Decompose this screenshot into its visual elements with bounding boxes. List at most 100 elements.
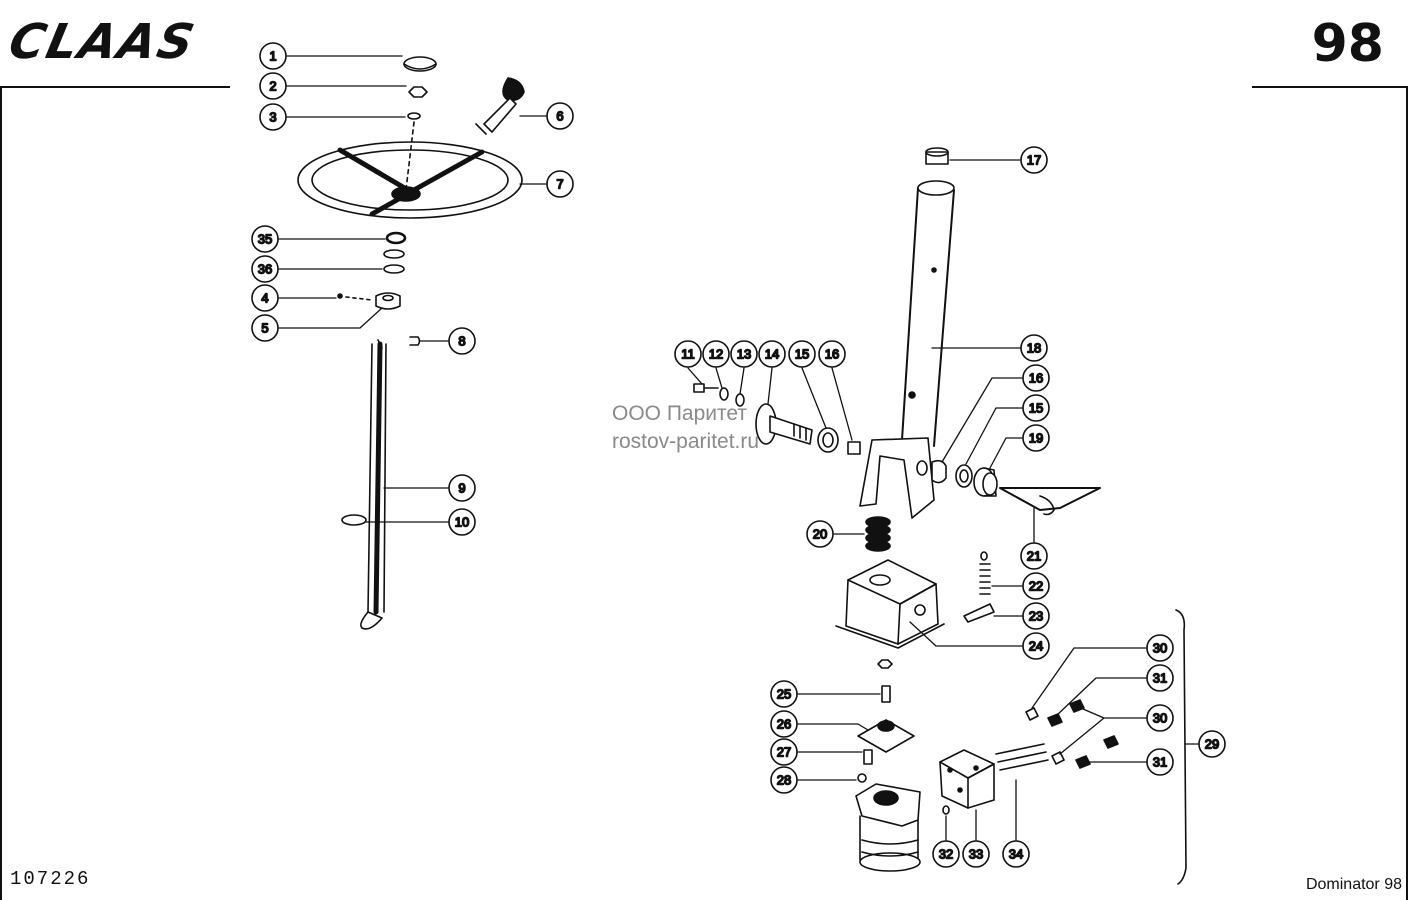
- svg-text:9: 9: [458, 481, 465, 496]
- callout-31-top: 31: [1146, 664, 1174, 692]
- part-washer-lower: [857, 773, 867, 783]
- callout-18: 18: [1020, 334, 1048, 362]
- callout-11: 11: [674, 340, 702, 368]
- part-nut: [408, 86, 428, 98]
- svg-text:15: 15: [1029, 401, 1043, 416]
- part-pedal: [999, 487, 1101, 511]
- svg-text:14: 14: [765, 347, 779, 362]
- part-flange-shaft: [755, 403, 813, 445]
- part-washer: [407, 112, 421, 120]
- page-number: 98: [1311, 14, 1384, 74]
- svg-text:23: 23: [1029, 609, 1043, 624]
- part-ring-left: [817, 427, 839, 453]
- callout-3: 3: [259, 103, 287, 131]
- part-valve-block: [939, 749, 995, 809]
- header-rule-right: [1252, 86, 1408, 88]
- part-pin: [337, 293, 343, 299]
- part-fitting-d: [1051, 751, 1065, 765]
- part-circlip: [385, 231, 407, 245]
- callout-15-right: 15: [1022, 394, 1050, 422]
- callout-7: 7: [546, 170, 574, 198]
- svg-text:2: 2: [269, 79, 276, 94]
- part-sleeve: [341, 514, 367, 526]
- svg-text:31: 31: [1153, 755, 1167, 770]
- svg-text:36: 36: [258, 262, 272, 277]
- svg-text:11: 11: [681, 347, 695, 362]
- svg-text:4: 4: [261, 291, 268, 306]
- svg-text:22: 22: [1029, 579, 1043, 594]
- callout-30-bottom: 30: [1146, 704, 1174, 732]
- steering-wheel-assembly: [297, 56, 525, 630]
- callout-33: 33: [962, 840, 990, 868]
- callout-2: 2: [259, 72, 287, 100]
- svg-text:26: 26: [777, 717, 791, 732]
- svg-text:16: 16: [825, 347, 839, 362]
- callout-29: 29: [1198, 730, 1226, 758]
- part-spacer-right: [931, 459, 947, 484]
- part-long-bolts: [995, 743, 1049, 771]
- svg-text:20: 20: [813, 527, 827, 542]
- part-fitting-f: [1103, 735, 1119, 749]
- callout-12: 12: [702, 340, 730, 368]
- callout-21: 21: [1020, 542, 1048, 570]
- svg-text:31: 31: [1153, 671, 1167, 686]
- part-o-ring: [942, 805, 950, 815]
- callout-31-bottom: 31: [1146, 748, 1174, 776]
- part-screw: [863, 749, 873, 765]
- svg-text:3: 3: [269, 110, 276, 125]
- svg-text:1: 1: [269, 49, 276, 64]
- svg-text:30: 30: [1153, 641, 1167, 656]
- part-bushing: [925, 151, 949, 165]
- svg-text:8: 8: [458, 334, 465, 349]
- leader-lines: [278, 55, 1199, 841]
- svg-text:17: 17: [1027, 153, 1041, 168]
- model-label: Dominator 98: [1305, 876, 1402, 893]
- watermark: ООО Паритет rostov-paritet.ru: [612, 400, 759, 456]
- part-column-housing: [835, 559, 945, 649]
- svg-text:10: 10: [455, 515, 469, 530]
- callout-36: 36: [251, 255, 279, 283]
- svg-text:19: 19: [1029, 431, 1043, 446]
- callout-6: 6: [546, 102, 574, 130]
- callout-16-left: 16: [818, 340, 846, 368]
- svg-text:16: 16: [1029, 371, 1043, 386]
- bracket-group-29: [1175, 609, 1187, 885]
- part-tension-spring: [979, 551, 991, 595]
- part-spinner-knob: [475, 77, 525, 135]
- svg-text:18: 18: [1027, 341, 1041, 356]
- part-spacer-left: [847, 441, 861, 455]
- svg-text:7: 7: [556, 177, 563, 192]
- callout-9: 9: [448, 474, 476, 502]
- part-roller: [973, 467, 998, 497]
- callout-5: 5: [251, 314, 279, 342]
- callout-32: 32: [932, 840, 960, 868]
- part-fitting-b: [1047, 713, 1063, 727]
- header-rule-left: [0, 86, 230, 88]
- callout-35: 35: [251, 225, 279, 253]
- drawing-number: 107226: [10, 868, 91, 890]
- watermark-company: ООО Паритет: [612, 402, 748, 425]
- part-steering-shaft: [360, 339, 387, 630]
- svg-text:25: 25: [777, 687, 791, 702]
- svg-text:29: 29: [1205, 737, 1219, 752]
- svg-text:24: 24: [1029, 639, 1043, 654]
- callout-10: 10: [448, 508, 476, 536]
- part-bolt: [693, 383, 719, 393]
- callout-34: 34: [1002, 840, 1030, 868]
- part-column-tube: [901, 187, 955, 447]
- callout-4: 4: [251, 284, 279, 312]
- callout-23: 23: [1022, 602, 1050, 630]
- callout-8: 8: [448, 327, 476, 355]
- watermark-url: rostov-paritet.ru: [612, 430, 760, 453]
- svg-text:35: 35: [258, 232, 272, 247]
- svg-text:13: 13: [737, 347, 751, 362]
- part-washer-small: [719, 387, 729, 401]
- svg-text:28: 28: [777, 773, 791, 788]
- svg-text:32: 32: [939, 847, 953, 862]
- part-washer-stack: [383, 249, 405, 259]
- svg-text:30: 30: [1153, 711, 1167, 726]
- part-flange-plate: [857, 719, 915, 753]
- callout-28: 28: [770, 766, 798, 794]
